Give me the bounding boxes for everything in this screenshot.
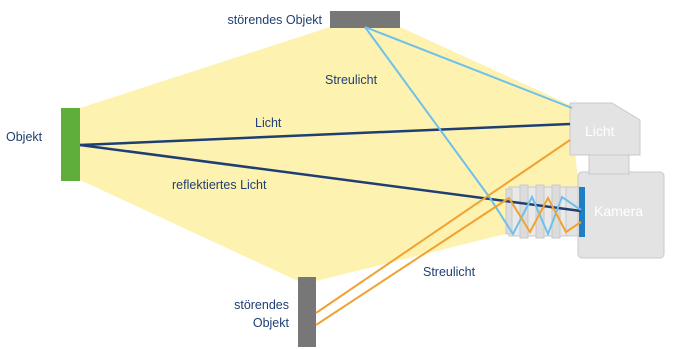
interfering-object-top <box>330 11 400 28</box>
stray-light-ray-blue-return <box>364 26 573 109</box>
object-label: Objekt <box>6 130 43 144</box>
camera-label: Kamera <box>594 203 643 219</box>
stray-light-ray-blue <box>364 26 582 237</box>
camera-mount <box>588 153 630 175</box>
stray-light-ray-orange <box>315 195 582 326</box>
light-cone-lower <box>80 125 582 281</box>
stray-light-bottom-label: Streulicht <box>423 265 476 279</box>
interfering-object-bottom <box>298 277 316 347</box>
light-source <box>569 102 641 156</box>
light-ray-label: Licht <box>255 116 282 130</box>
light-ray <box>79 122 571 147</box>
reflected-light-ray <box>79 143 582 213</box>
light-source-label: Licht <box>585 123 615 139</box>
interfering-object-bottom-label-line2: Objekt <box>253 316 290 330</box>
stray-light-top-label: Streulicht <box>325 73 378 87</box>
object <box>61 108 80 181</box>
interfering-object-bottom-label-line1: störendes <box>234 298 289 312</box>
interfering-object-top-label: störendes Objekt <box>228 13 323 27</box>
image-sensor <box>579 187 585 237</box>
reflected-light-label: reflektiertes Licht <box>172 178 267 192</box>
stray-light-ray-orange-incoming <box>315 139 571 314</box>
